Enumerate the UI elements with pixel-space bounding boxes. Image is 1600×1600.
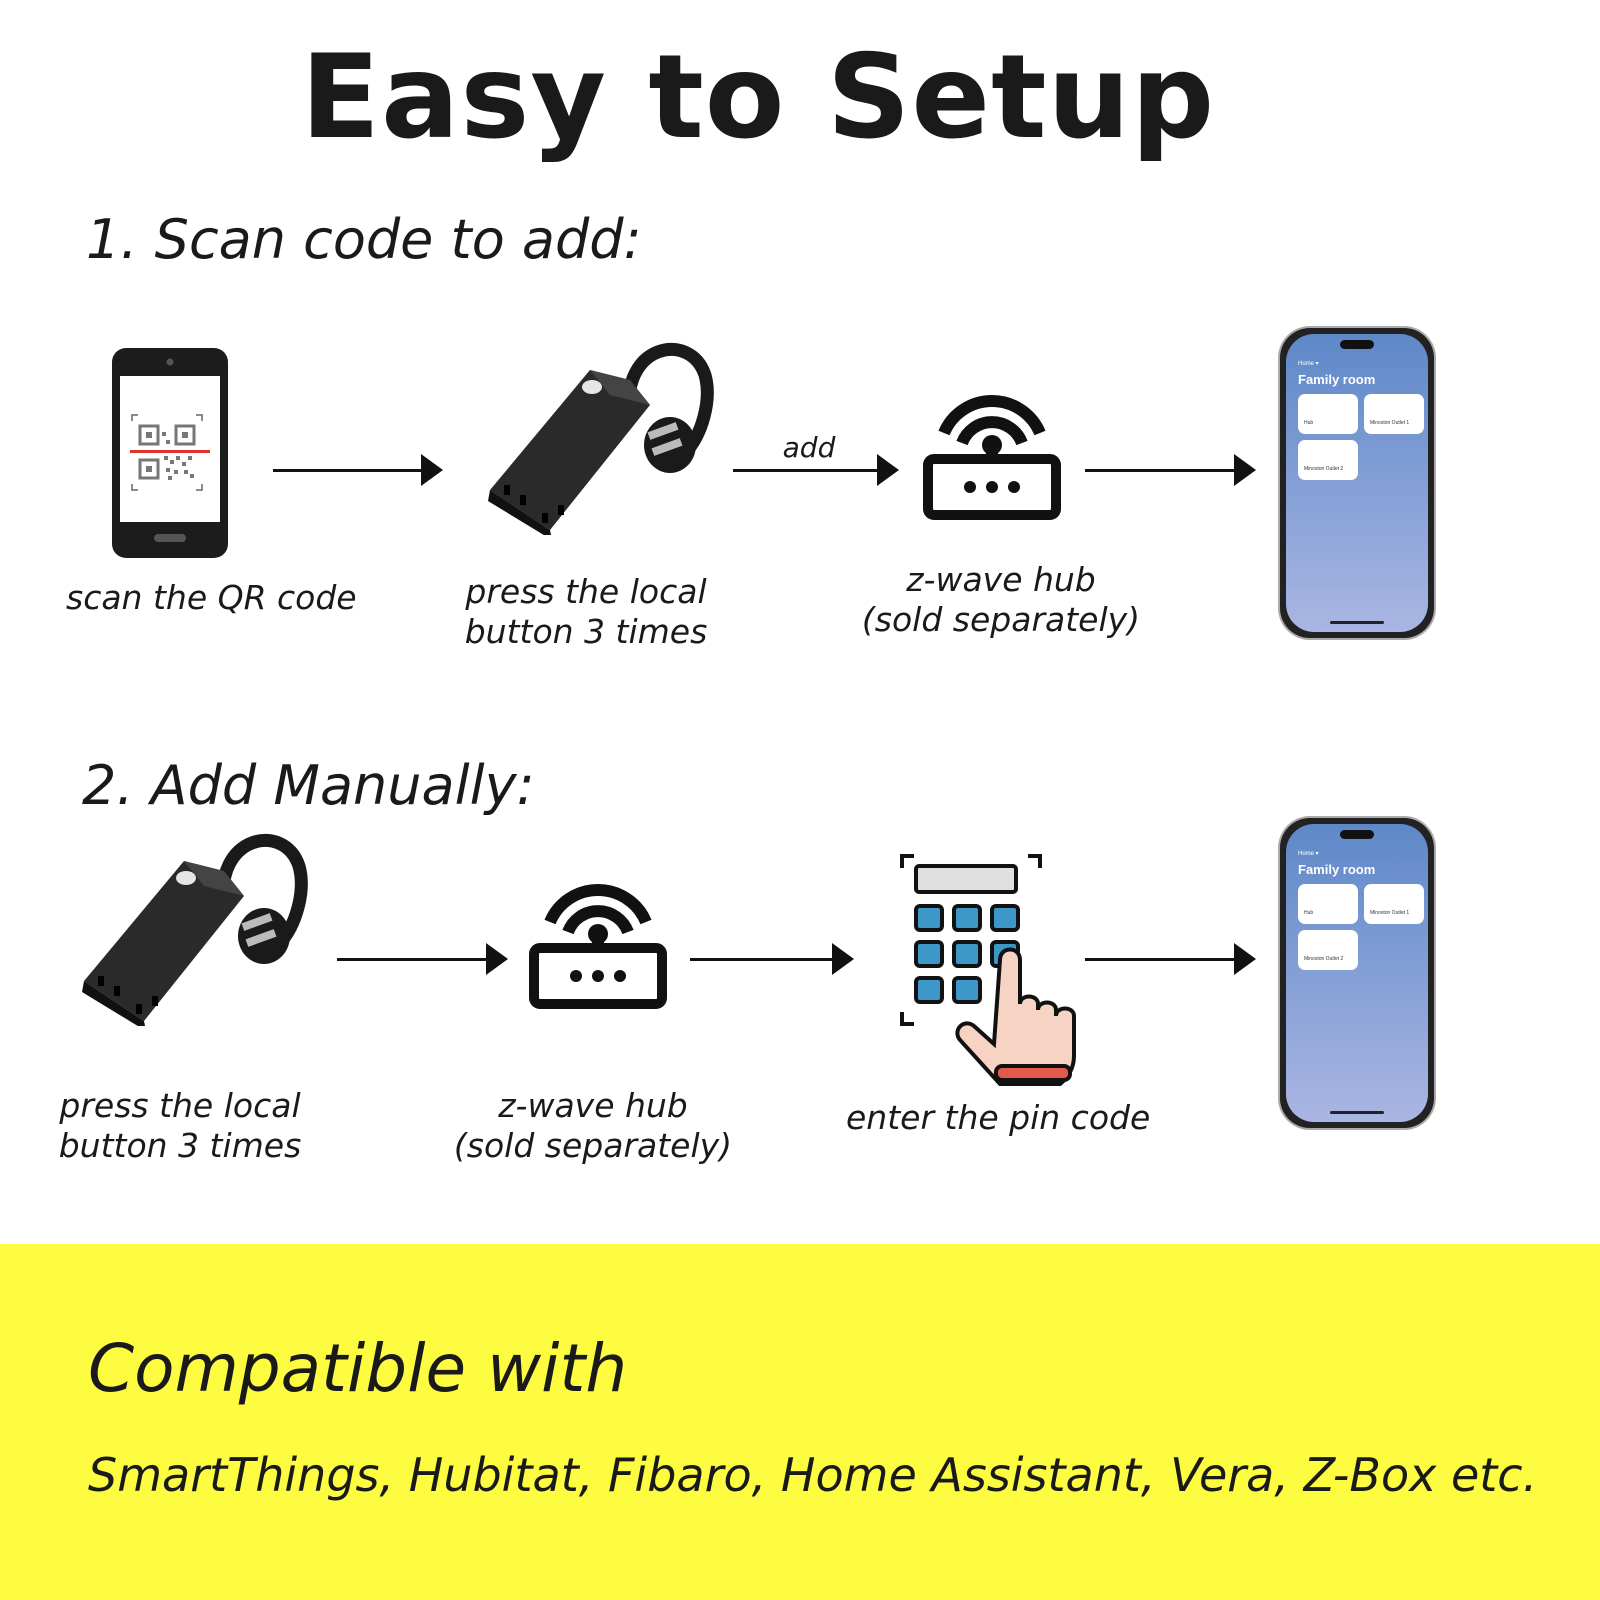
zwave-hub-icon <box>923 395 1061 520</box>
smart-plug-icon <box>82 834 308 1026</box>
app-card: Minoston Outlet 1 <box>1364 394 1424 434</box>
app-card: Hub <box>1298 884 1358 924</box>
add-label: add <box>782 431 836 464</box>
arrow-icon <box>1085 943 1256 975</box>
compatible-banner <box>0 1244 1600 1600</box>
app-card: Minoston Outlet 2 <box>1298 440 1358 480</box>
smartphone-app-icon: Home ▾ Family room Hub Minoston Outlet 1… <box>1280 818 1434 1128</box>
arrow-icon <box>1085 454 1256 486</box>
step-caption: scan the QR code <box>66 578 357 617</box>
app-card: Minoston Outlet 1 <box>1364 884 1424 924</box>
zwave-hub-icon <box>529 884 667 1009</box>
smart-plug-icon <box>488 343 714 535</box>
step-caption: z-wave hub(sold separately) <box>453 1086 733 1165</box>
step-caption: z-wave hub(sold separately) <box>861 560 1141 639</box>
page-title: Easy to Setup <box>300 30 1216 165</box>
arrow-icon <box>690 943 854 975</box>
step-caption: enter the pin code <box>846 1098 1151 1137</box>
app-room-title: Family room <box>1298 372 1376 387</box>
app-card: Hub <box>1298 394 1358 434</box>
arrow-icon <box>337 943 508 975</box>
arrow-icon <box>733 454 899 486</box>
app-room-title: Family room <box>1298 862 1376 877</box>
section-2-heading: 2. Add Manually: <box>82 754 535 817</box>
section-1-heading: 1. Scan code to add: <box>86 208 642 271</box>
compatible-list: SmartThings, Hubitat, Fibaro, Home Assis… <box>88 1448 1538 1502</box>
keypad-icon <box>900 854 1076 1086</box>
arrow-icon <box>273 454 443 486</box>
compatible-heading: Compatible with <box>88 1330 628 1407</box>
app-breadcrumb: Home ▾ <box>1298 851 1319 857</box>
qr-phone-icon <box>112 348 228 558</box>
smartphone-app-icon: Home ▾ Family room Hub Minoston Outlet 1… <box>1280 328 1434 638</box>
app-card: Minoston Outlet 2 <box>1298 930 1358 970</box>
app-breadcrumb: Home ▾ <box>1298 361 1319 367</box>
